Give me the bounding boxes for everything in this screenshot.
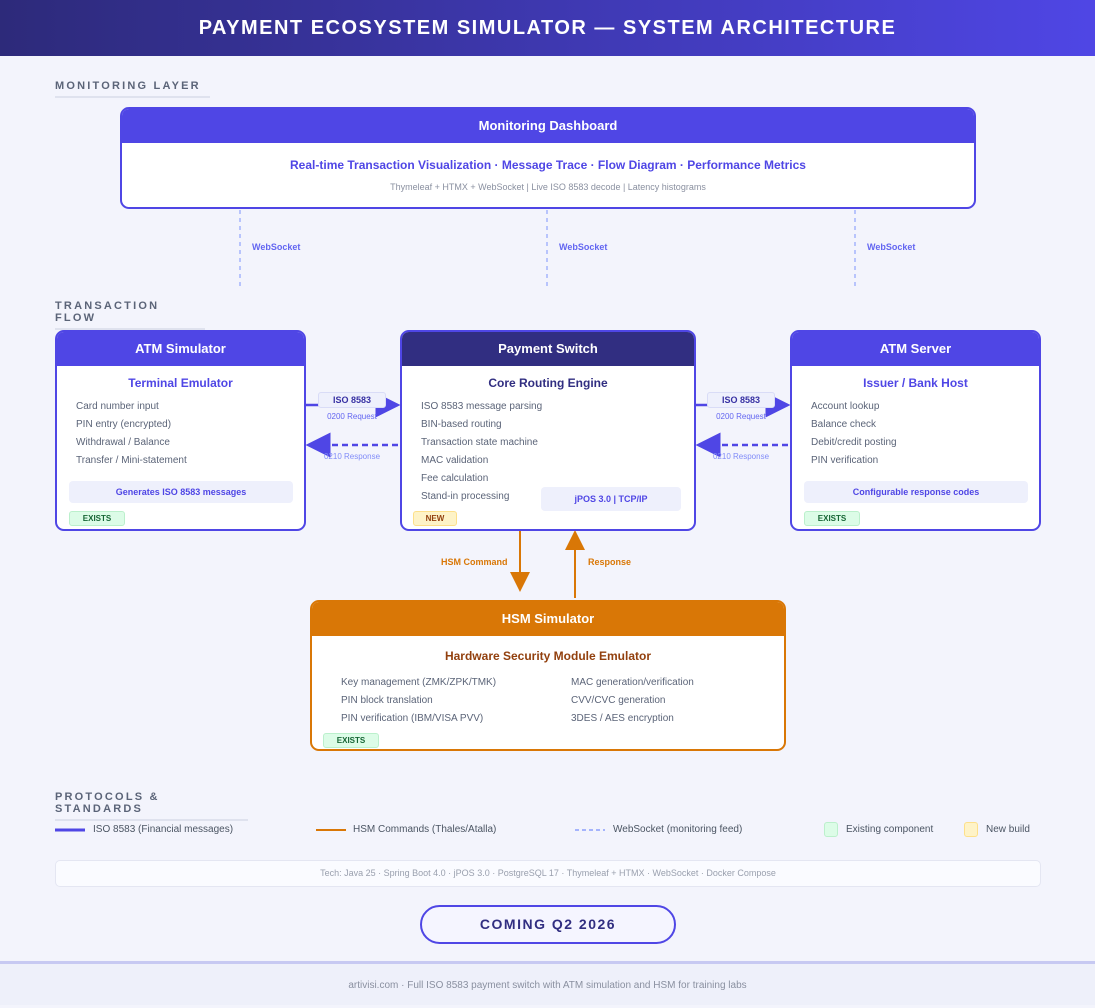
atm-simulator-title: ATM Simulator [57, 332, 304, 366]
legend-existing: Existing component [824, 822, 933, 837]
dashboard-tech: Thymeleaf + HTMX + WebSocket | Live ISO … [390, 182, 706, 192]
status-badge: EXISTS [804, 511, 860, 526]
atm-simulator-box: ATM Simulator Terminal Emulator Card num… [55, 330, 306, 531]
dashboard-title: Monitoring Dashboard [122, 109, 974, 143]
feature-item: Fee calculation [421, 473, 489, 484]
payment-switch-subtitle: Core Routing Engine [488, 376, 608, 390]
existing-swatch [824, 822, 838, 837]
feature-item: MAC generation/verification [571, 677, 694, 688]
websocket-label: WebSocket [867, 242, 916, 252]
atm-server-title: ATM Server [792, 332, 1039, 366]
atm-simulator-subtitle: Terminal Emulator [128, 376, 233, 390]
payment-switch-note: jPOS 3.0 | TCP/IP [541, 487, 681, 511]
feature-item: Card number input [76, 401, 159, 412]
hsm-response-label: Response [588, 557, 632, 567]
section-monitoring: MONITORING LAYER [55, 80, 210, 98]
atm-simulator-note: Generates ISO 8583 messages [69, 481, 293, 503]
legend-websocket: WebSocket (monitoring feed) [613, 824, 742, 835]
legend-label: Existing component [846, 824, 934, 835]
feature-item: BIN-based routing [421, 419, 502, 430]
hsm-simulator-box: HSM Simulator Hardware Security Module E… [310, 600, 786, 751]
atm-server-subtitle: Issuer / Bank Host [863, 376, 968, 390]
feature-item: PIN block translation [341, 695, 433, 706]
iso-pill-right: ISO 8583 [707, 392, 775, 408]
page-title: PAYMENT ECOSYSTEM SIMULATOR — SYSTEM ARC… [0, 0, 1095, 56]
feature-item: Withdrawal / Balance [76, 437, 170, 448]
websocket-label: WebSocket [252, 242, 301, 252]
legend-iso: ISO 8583 (Financial messages) [93, 824, 233, 835]
new-swatch [964, 822, 978, 837]
atm-server-box: ATM Server Issuer / Bank Host Account lo… [790, 330, 1041, 531]
payment-switch-box: Payment Switch Core Routing Engine ISO 8… [400, 330, 696, 531]
feature-item: CVV/CVC generation [571, 695, 666, 706]
dashboard-features: Real-time Transaction Visualization · Me… [290, 158, 806, 172]
feature-item: Stand-in processing [421, 491, 510, 502]
section-protocols: PROTOCOLS & STANDARDS [55, 791, 248, 821]
request-label-right: 0200 Request [716, 412, 766, 421]
feature-item: Debit/credit posting [811, 437, 897, 448]
feature-item: Key management (ZMK/ZPK/TMK) [341, 677, 497, 688]
status-badge: EXISTS [69, 511, 125, 526]
iso-pill-left: ISO 8583 [318, 392, 386, 408]
feature-item: ISO 8583 message parsing [421, 401, 543, 412]
status-badge: NEW [413, 511, 457, 526]
request-label-left: 0200 Request [327, 412, 377, 421]
websocket-label: WebSocket [559, 242, 608, 252]
feature-item: PIN verification (IBM/VISA PVV) [341, 713, 484, 724]
atm-server-note: Configurable response codes [804, 481, 1028, 503]
tech-stack: Tech: Java 25 · Spring Boot 4.0 · jPOS 3… [55, 860, 1041, 887]
payment-switch-title: Payment Switch [402, 332, 694, 366]
response-label-left: 0210 Response [323, 452, 381, 461]
legend-label: WebSocket (monitoring feed) [613, 824, 743, 835]
response-label-right: 0210 Response [712, 452, 770, 461]
legend-label: HSM Commands (Thales/Atalla) [353, 824, 497, 835]
feature-item: 3DES / AES encryption [571, 713, 674, 724]
legend-label: New build [986, 824, 1030, 835]
hsm-command-label: HSM Command [441, 557, 508, 567]
feature-item: Account lookup [811, 401, 880, 412]
feature-item: MAC validation [421, 455, 489, 466]
hsm-title: HSM Simulator [312, 602, 784, 636]
footer: artivisi.com · Full ISO 8583 payment swi… [0, 961, 1095, 1005]
legend-hsm: HSM Commands (Thales/Atalla) [353, 824, 496, 835]
section-flow: TRANSACTION FLOW [55, 300, 205, 330]
coming-soon-badge: COMING Q2 2026 [420, 905, 676, 944]
feature-item: PIN verification [811, 455, 879, 466]
feature-item: Transaction state machine [421, 437, 538, 448]
feature-item: Balance check [811, 419, 877, 430]
monitoring-dashboard-box: Monitoring Dashboard Real-time Transacti… [120, 107, 976, 209]
legend-label: ISO 8583 (Financial messages) [93, 824, 234, 835]
feature-item: Transfer / Mini-statement [76, 455, 187, 466]
feature-item: PIN entry (encrypted) [76, 419, 172, 430]
legend-new: New build [964, 822, 1030, 837]
status-badge: EXISTS [323, 733, 379, 748]
hsm-subtitle: Hardware Security Module Emulator [444, 649, 652, 663]
